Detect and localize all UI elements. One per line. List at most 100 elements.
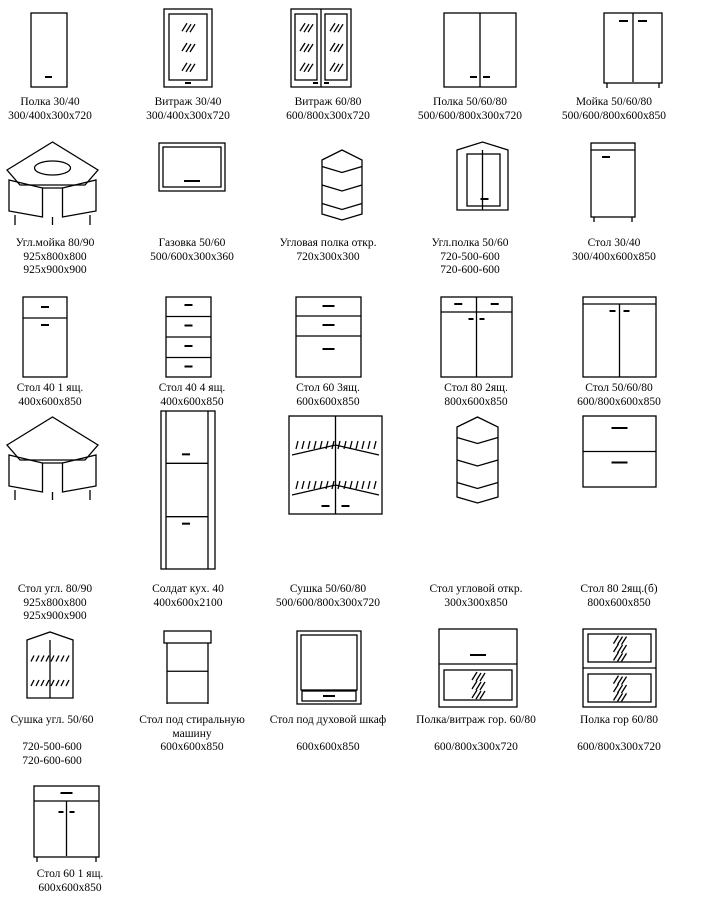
cabinet-drawing-glass1 [163, 8, 213, 88]
item-name-line2: машину [172, 727, 212, 740]
cabinet-drawing-cornersink [5, 140, 100, 225]
item-caption: Стол 60 3ящ.600x600x850 [253, 382, 403, 409]
item-name: Витраж 60/80 [294, 96, 362, 108]
item-dimensions: 400x600x850 [18, 395, 82, 408]
item-caption: Стол 40 4 ящ.400x600x850 [117, 382, 267, 409]
cabinet-drawing-door1b [590, 142, 636, 222]
item-name: Сушка 50/60/80 [289, 583, 367, 595]
item-dimensions: 600x600x850 [296, 395, 360, 408]
cabinet-drawing-door1 [30, 12, 68, 88]
item-name: Стол 40 4 ящ. [158, 382, 226, 394]
item-dimensions: 720x300x300 [296, 250, 360, 263]
item-dimensions: 600x600x850 [296, 741, 360, 753]
item-dimensions: 300x300x850 [444, 596, 508, 609]
item-dimensions: 600x600x850 [160, 741, 224, 753]
item-dimensions: 400x600x2100 [153, 596, 223, 609]
cabinet-drawing-glass2 [290, 8, 352, 88]
item-dimensions [0, 728, 127, 742]
item-name: Стол угл. 80/90 [17, 583, 93, 595]
item-name: Стол 80 2ящ. [444, 382, 508, 394]
cabinet-drawing-dryer [288, 415, 383, 515]
cabinet-drawing-doors2b [582, 296, 657, 378]
item-dimensions: 500/600/800x300x720 [417, 109, 523, 122]
item-name: Газовка 50/60 [158, 237, 226, 249]
item-name: Стол угловой откр. [429, 583, 523, 595]
item-caption: Стол 40 1 ящ.400x600x850 [0, 382, 125, 409]
item-dimensions: 300/400x300x720 [146, 109, 230, 122]
cabinet-drawing-sink [603, 12, 663, 88]
item-dimensions: 720-500-600 [22, 741, 82, 753]
item-dimensions: 600/800x300x720 [434, 741, 518, 753]
cabinet-drawing-door2 [443, 12, 517, 88]
item-name: Стол 50/60/80 [585, 382, 653, 394]
item-name: Стол под стиральную [139, 714, 245, 726]
item-dimensions [544, 728, 694, 742]
cabinet-drawing-cornertable [5, 415, 100, 500]
item-name: Полка/витраж гор. 60/80 [416, 714, 536, 726]
cabinet-drawing-hglass2 [582, 628, 657, 708]
item-name: Полка 30/40 [20, 96, 80, 108]
item-dimensions [401, 728, 551, 742]
item-name: Полка 50/60/80 [433, 96, 507, 108]
cabinet-drawing-drawers2 [582, 415, 657, 492]
item-dimensions [253, 728, 403, 742]
item-name: Стол 60 3ящ. [296, 382, 360, 394]
item-dimensions: 800x600x850 [587, 596, 651, 609]
item-dimensions: 925x900x900 [23, 264, 87, 276]
cabinet-drawing-cornershelf [455, 415, 500, 505]
item-name: Угл.мойка 80/90 [15, 237, 95, 249]
item-caption: Стол под духовой шкаф 600x600x850 [253, 714, 403, 755]
item-name: Стол 40 1 ящ. [16, 382, 84, 394]
item-caption: Стол 60 1 ящ.600x600x850 [0, 868, 145, 895]
item-dimensions: 300/400x600x850 [572, 250, 656, 263]
cabinet-drawing-cornershelf [320, 148, 364, 222]
item-caption: Угловая полка откр.720x300x300 [253, 237, 403, 264]
item-name: Солдат кух. 40 [152, 583, 224, 595]
cabinet-drawing-oven [296, 630, 362, 705]
item-dimensions: 720-600-600 [440, 264, 500, 276]
cabinet-drawing-corner [455, 140, 510, 212]
item-dimensions: 500/600x300x360 [150, 250, 234, 263]
item-name: Стол 80 2ящ.(б) [580, 583, 658, 595]
item-dimensions: 300/400x300x720 [8, 109, 92, 122]
item-name: Стол 60 1 ящ. [36, 868, 104, 880]
item-dimensions: 925x900x900 [23, 610, 87, 622]
item-name: Полка гор 60/80 [579, 714, 659, 726]
item-name: Угл.полка 50/60 [431, 237, 509, 249]
item-caption: Стол угловой откр.300x300x850 [401, 583, 551, 610]
item-dimensions: 800x600x850 [444, 395, 508, 408]
item-dimensions: 925x800x800 [23, 596, 87, 609]
cabinet-drawing-gas [158, 142, 226, 192]
cabinet-drawing-hglass [438, 628, 518, 708]
item-name: Стол под духовой шкаф [269, 714, 387, 726]
cabinet-drawing-drawerdoor [22, 296, 68, 378]
item-dimensions: 600/800x600x850 [577, 395, 661, 408]
item-caption: Стол 80 2ящ.800x600x850 [401, 382, 551, 409]
cabinet-drawing-tall [160, 410, 216, 570]
item-dimensions: 600/800x300x720 [286, 109, 370, 122]
item-dimensions: 925x800x800 [23, 250, 87, 263]
cabinet-drawing-d2doors2 [440, 296, 513, 378]
item-caption: Полка/витраж гор. 60/80 600/800x300x720 [401, 714, 551, 755]
item-dimensions: 500/600/800x600x850 [561, 109, 667, 122]
item-name: Мойка 50/60/80 [575, 96, 653, 108]
item-dimensions: 720-500-600 [440, 250, 500, 263]
item-dimensions: 400x600x850 [160, 395, 224, 408]
item-dimensions: 600x600x850 [38, 881, 102, 894]
